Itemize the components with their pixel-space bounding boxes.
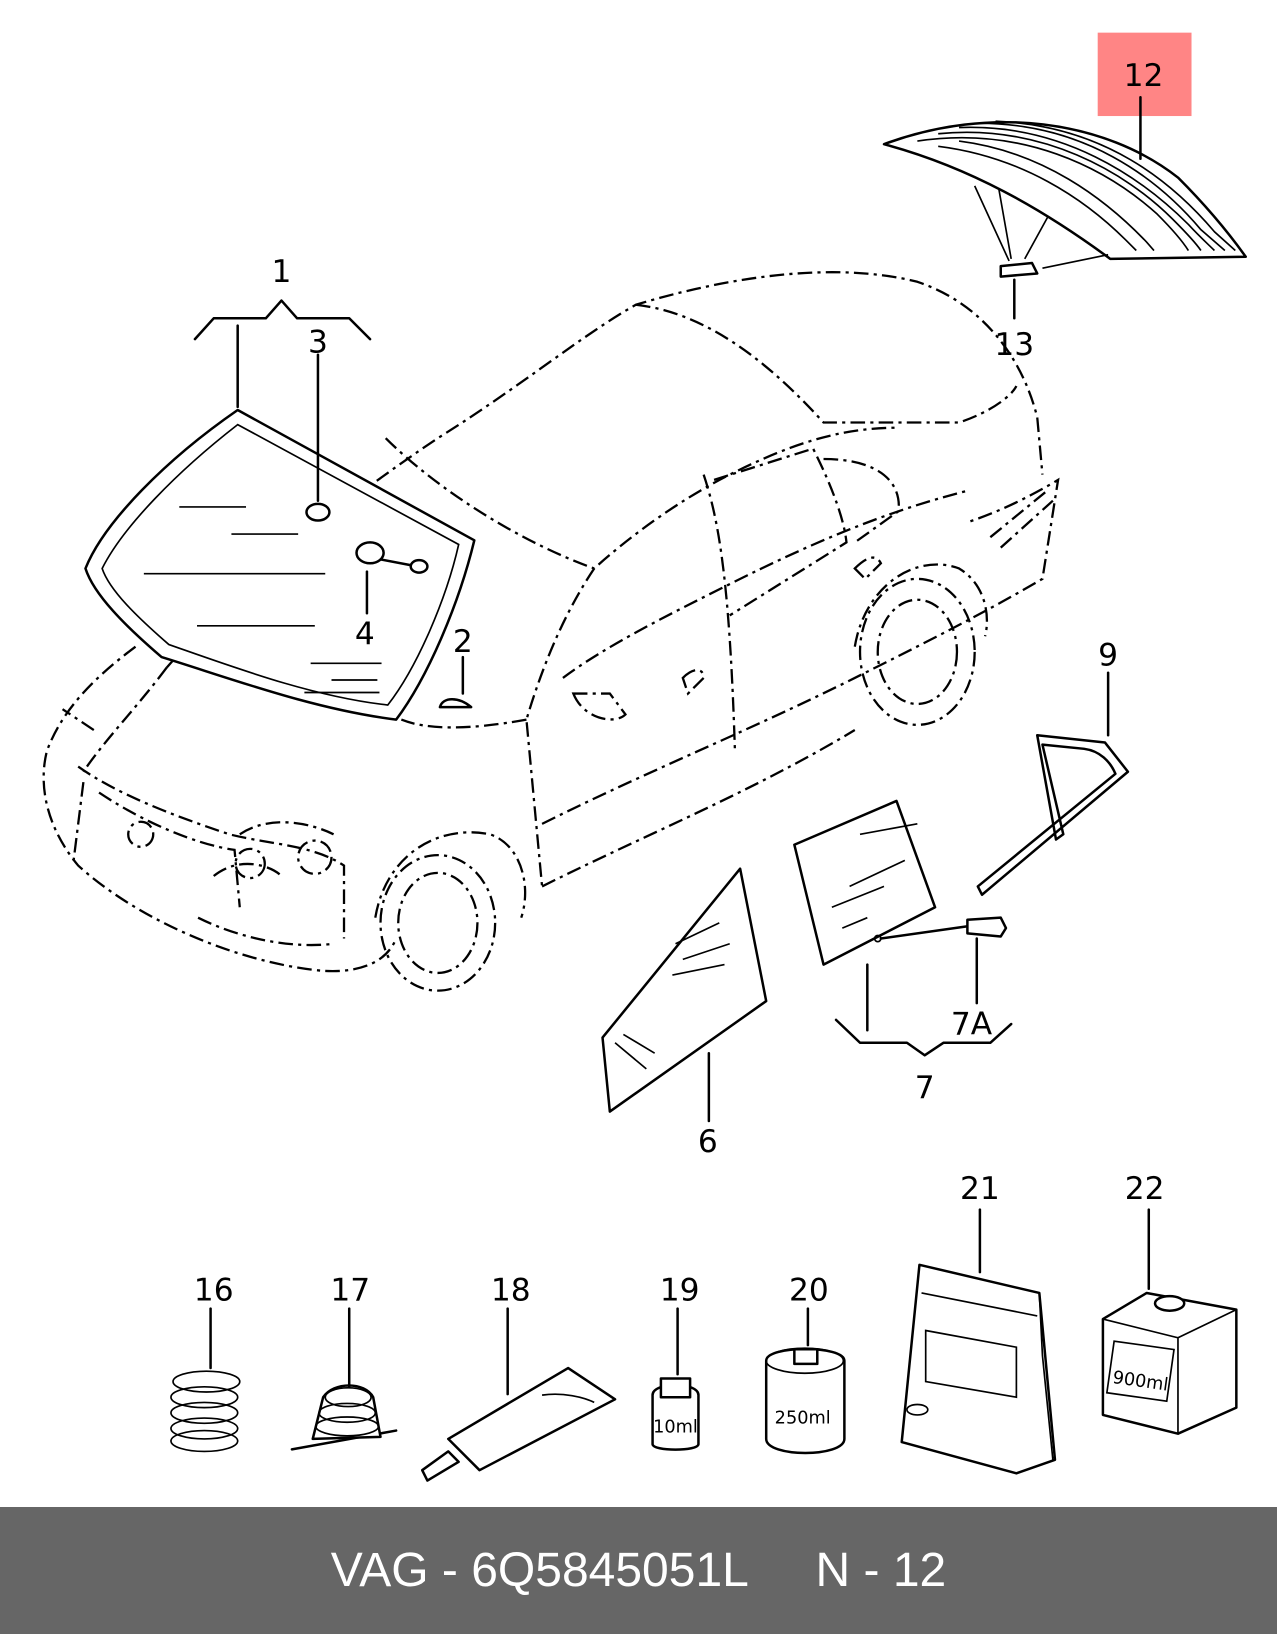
callout-4[interactable]: 4	[355, 617, 375, 653]
quarter-glass-part-6[interactable]	[601, 867, 768, 1113]
clip-part-2[interactable]	[438, 698, 473, 709]
callout-22[interactable]: 22	[1125, 1171, 1165, 1207]
callout-6[interactable]: 6	[698, 1124, 718, 1160]
callout-2[interactable]: 2	[453, 624, 473, 660]
footer-part-number: 6Q5845051L	[471, 1544, 749, 1597]
bracket-1	[193, 299, 372, 409]
footer-gap	[749, 1543, 816, 1598]
callout-16[interactable]: 16	[194, 1272, 234, 1308]
footer-position: N - 12	[815, 1544, 947, 1597]
footer-bar: VAG - 6Q5845051L N - 12	[0, 1507, 1277, 1634]
coil-part-17[interactable]	[290, 1384, 398, 1451]
sensor-part-3[interactable]	[305, 502, 331, 522]
callout-1[interactable]: 1	[272, 254, 292, 290]
callout-17[interactable]: 17	[330, 1272, 370, 1308]
callout-7a[interactable]: 7A	[951, 1006, 993, 1042]
callout-18[interactable]: 18	[491, 1272, 531, 1308]
bottle-part-19[interactable]: 10ml	[651, 1377, 700, 1451]
callout-7[interactable]: 7	[915, 1070, 935, 1106]
pouch-part-21[interactable]	[900, 1263, 1057, 1475]
footer-brand: VAG	[330, 1544, 429, 1597]
callout-21[interactable]: 21	[960, 1171, 1000, 1207]
diagram-drawing: 10ml 250ml 900ml 1 3 4 2 12 13 9 7A 7 6 …	[42, 32, 1247, 1482]
tube-part-18[interactable]	[420, 1366, 617, 1482]
windshield-part-1[interactable]	[84, 408, 476, 721]
footer-sep: -	[428, 1544, 472, 1597]
callout-20[interactable]: 20	[789, 1272, 829, 1308]
highlight-box-12[interactable]	[1097, 32, 1192, 117]
bottle-volume-label: 10ml	[653, 1418, 698, 1438]
can-volume-label: 250ml	[775, 1408, 831, 1428]
spring-part-16[interactable]	[170, 1370, 241, 1453]
box-part-22[interactable]: 900ml	[1101, 1291, 1238, 1435]
mirror-mount-part-4[interactable]	[355, 541, 429, 574]
rear-window-part-12[interactable]	[882, 120, 1247, 278]
callout-9[interactable]: 9	[1098, 637, 1118, 673]
callout-13[interactable]: 13	[994, 327, 1034, 363]
callout-19[interactable]: 19	[660, 1272, 700, 1308]
quarter-seal-part-9[interactable]	[976, 734, 1130, 897]
car-outline	[42, 271, 1060, 992]
callout-3[interactable]: 3	[308, 325, 328, 361]
can-part-20[interactable]: 250ml	[764, 1347, 846, 1455]
door-glass-part-7[interactable]	[793, 799, 1008, 966]
callout-12[interactable]: 12	[1124, 58, 1164, 94]
